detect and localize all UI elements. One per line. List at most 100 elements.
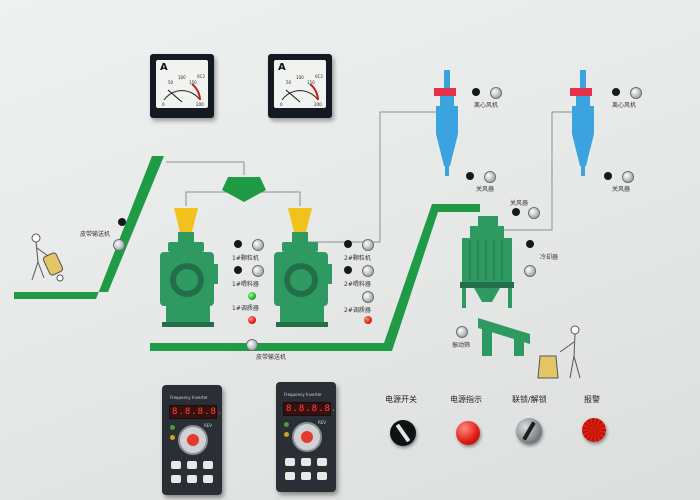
machine-2-fault-lamp	[364, 316, 372, 324]
machine-2-label-a: 2#颗粒机	[344, 255, 371, 262]
vfd-1-stop-key[interactable]	[187, 434, 199, 446]
ammeter-2-tick-2: 100	[296, 75, 304, 80]
distributor-hopper	[222, 177, 266, 202]
vfd-2-soft-key-1[interactable]	[284, 422, 289, 427]
machine-2-label-b: 2#喂料器	[344, 281, 371, 288]
discharge-conveyor-switch[interactable]	[246, 339, 258, 351]
worker-with-bag-icon	[537, 325, 581, 379]
machine-2-switch-b[interactable]	[362, 265, 374, 277]
power-indicator-lamp	[456, 421, 480, 445]
vfd-2-brand: Frequency Inverter	[284, 392, 322, 397]
cooler-lamp	[526, 240, 534, 248]
ammeter-2-tick-0: 0	[280, 102, 283, 107]
ammeter-1-tick-4: 200	[196, 102, 204, 107]
lock-unlock-knob[interactable]	[516, 418, 542, 444]
vfd-1-jog-dial[interactable]	[178, 425, 208, 455]
machine-1-label-b: 1#喂料器	[232, 281, 259, 288]
vfd-1-key-3[interactable]	[203, 461, 213, 469]
machine-2-switch-c[interactable]	[362, 291, 374, 303]
vfd-2-soft-key-2[interactable]	[284, 432, 289, 437]
ammeter-2-tick-3: 150	[307, 80, 315, 85]
alarm-buzzer	[582, 418, 606, 442]
cyclone-2-fan-lamp	[612, 88, 620, 96]
cyclone-1-valve-lamp	[466, 172, 474, 180]
counterflow-cooler	[460, 216, 514, 308]
machine-1-fault-lamp	[248, 316, 256, 324]
ammeter-1-tick-2: 100	[178, 75, 186, 80]
ammeter-2-tick-4: 200	[314, 102, 322, 107]
cyclone-separator-1	[434, 70, 458, 176]
cyclone-separator-2	[570, 70, 594, 176]
ammeter-1: A 6C2 0 50 100 150 200	[150, 54, 214, 118]
vfd-2-key-5[interactable]	[301, 472, 311, 480]
machine-1-switch-a[interactable]	[252, 239, 264, 251]
vfd-2-jog-dial[interactable]	[292, 422, 322, 452]
machine-1-lamp-b	[234, 266, 242, 274]
vfd-2-key-1[interactable]	[285, 458, 295, 466]
screen-switch[interactable]	[456, 326, 468, 338]
vfd-2-digits: 8.8.8.8.	[286, 404, 338, 414]
vfd-2-key-2[interactable]	[301, 458, 311, 466]
vfd-2-display: 8.8.8.8.	[283, 402, 336, 416]
cyclone-2-valve-label: 关风器	[612, 186, 631, 193]
machine-1-run-lamp	[248, 292, 256, 300]
lock-unlock-label: 联锁/解锁	[512, 395, 547, 404]
vfd-2-key-3[interactable]	[317, 458, 327, 466]
discharge-belt-conveyor	[150, 204, 480, 351]
cyclone-2-fan-label: 离心风机	[612, 102, 637, 109]
machine-2-switch-a[interactable]	[362, 239, 374, 251]
ammeter-2-unit: A	[278, 62, 286, 73]
cyclone-2-valve-switch[interactable]	[622, 171, 634, 183]
vfd-2-key-6[interactable]	[317, 472, 327, 480]
vibrating-screen	[478, 318, 530, 356]
cooler-switch[interactable]	[524, 265, 536, 277]
cyclone-2-valve-lamp	[604, 172, 612, 180]
alarm-label: 报警	[584, 395, 600, 404]
cyclone-1-valve-label: 关风器	[476, 186, 495, 193]
cyclone-1-fan-lamp	[472, 88, 480, 96]
cooler-fan-lamp	[512, 208, 520, 216]
ammeter-1-tick-1: 50	[168, 80, 174, 85]
ammeter-1-tick-3: 150	[189, 80, 197, 85]
vfd-1-key-1[interactable]	[171, 461, 181, 469]
ammeter-1-tick-0: 0	[162, 102, 165, 107]
ammeter-2-tick-1: 50	[286, 80, 292, 85]
cyclone-1-fan-label: 离心风机	[474, 102, 499, 109]
vfd-2-stop-key[interactable]	[301, 431, 313, 443]
vfd-1-key-2[interactable]	[187, 461, 197, 469]
machine-2-label-c: 2#调质器	[344, 307, 371, 314]
vfd-1-soft-key-1[interactable]	[170, 425, 175, 430]
discharge-conveyor-label: 皮带输送机	[256, 354, 287, 361]
vfd-1-display: 8.8.8.8.	[169, 405, 222, 419]
pellet-machine-2	[274, 208, 332, 327]
vfd-1-key-4[interactable]	[171, 475, 181, 483]
cyclone-1-fan-switch[interactable]	[490, 87, 502, 99]
vfd-1-key-5[interactable]	[187, 475, 197, 483]
feed-conveyor-switch[interactable]	[113, 239, 125, 251]
ammeter-2-scale: 0 50 100 150 200	[280, 75, 322, 107]
vfd-1-digits: 8.8.8.8.	[172, 407, 224, 417]
screen-label: 振动筛	[452, 342, 471, 349]
vfd-1-soft-key-2[interactable]	[170, 435, 175, 440]
ammeter-2-model: 6C2	[315, 74, 323, 79]
machine-2-lamp-b	[344, 266, 352, 274]
cyclone-1-valve-switch[interactable]	[484, 171, 496, 183]
cyclone-2-fan-switch[interactable]	[630, 87, 642, 99]
vfd-2-key-4[interactable]	[285, 472, 295, 480]
power-switch-knob[interactable]	[390, 420, 416, 446]
vfd-2: Frequency Inverter 8.8.8.8. REV	[276, 382, 336, 492]
cooler-label: 冷却器	[540, 254, 559, 261]
machine-1-switch-b[interactable]	[252, 265, 264, 277]
power-switch-label: 电源开关	[385, 395, 417, 404]
vfd-2-rev-label: REV	[318, 420, 327, 425]
feed-conveyor-label: 皮带输送机	[80, 231, 111, 238]
ammeter-1-scale: 0 50 100 150 200	[162, 75, 204, 107]
vfd-1-brand: Frequency Inverter	[170, 395, 208, 400]
cooler-fan-switch[interactable]	[528, 207, 540, 219]
vfd-1-key-6[interactable]	[203, 475, 213, 483]
ammeter-2-face: A 6C2 0 50 100 150 200	[274, 60, 326, 108]
pellet-machine-1	[160, 208, 218, 327]
feed-belt-conveyor	[14, 156, 164, 299]
ammeter-1-model: 6C2	[197, 74, 205, 79]
